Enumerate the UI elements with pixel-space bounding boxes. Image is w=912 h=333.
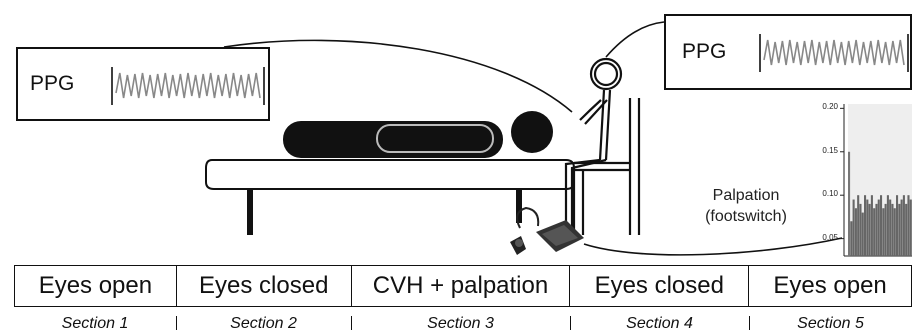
palpation-histogram [840, 104, 912, 256]
histogram-bar [896, 195, 898, 256]
histogram-bar [853, 200, 855, 256]
section-4-label: Section 4 [570, 314, 749, 333]
histogram-bar [875, 204, 877, 256]
histogram-bar [907, 195, 909, 256]
section-labels: Section 1 Section 2 Section 3 Section 4 … [14, 314, 912, 333]
histogram-bar [894, 208, 896, 256]
histogram-bar [891, 204, 893, 256]
ppg-right-waveform [758, 32, 912, 74]
palpation-label-line1: Palpation [686, 185, 806, 206]
lying-subject [283, 111, 553, 158]
histogram-bar [903, 195, 905, 256]
section-divider [570, 316, 571, 330]
histogram-y-tick-label: 0.15 [812, 146, 838, 155]
histogram-bar [910, 200, 912, 256]
histogram-bar [887, 195, 889, 256]
section-divider [176, 316, 177, 330]
histogram-bar [855, 208, 857, 256]
histogram-y-tick-label: 0.20 [812, 102, 838, 111]
histogram-bar [889, 200, 891, 256]
condition-eyes-closed-2: Eyes closed [570, 266, 749, 306]
histogram-bar [880, 195, 882, 256]
histogram-bar [848, 152, 850, 256]
ppg-right-label: PPG [682, 40, 726, 64]
histogram-bar [905, 204, 907, 256]
condition-eyes-closed-1: Eyes closed [177, 266, 352, 306]
ppg-right-box: PPG [664, 14, 912, 90]
ppg-right-connector [606, 22, 664, 57]
histogram-bar [901, 200, 903, 256]
ppg-left-waveform [110, 65, 266, 107]
palpation-label-line2: (footswitch) [686, 206, 806, 227]
histogram-bar [882, 208, 884, 256]
histogram-bar [850, 221, 852, 256]
histogram-bar [859, 204, 861, 256]
section-2-label: Section 2 [176, 314, 351, 333]
condition-eyes-open-2: Eyes open [749, 266, 912, 306]
condition-cvh-palpation: CVH + palpation [352, 266, 571, 306]
histogram-bar [866, 200, 868, 256]
histogram-bar [871, 195, 873, 256]
ppg-left-label: PPG [30, 72, 74, 96]
histogram-bar [864, 195, 866, 256]
condition-timeline: Eyes open Eyes closed CVH + palpation Ey… [14, 265, 912, 307]
histogram-bar [862, 213, 864, 256]
histogram-bar [878, 200, 880, 256]
section-3-label: Section 3 [351, 314, 570, 333]
ppg-left-connector [224, 40, 572, 112]
histogram-bar [873, 208, 875, 256]
chair [574, 98, 639, 235]
section-divider [351, 316, 352, 330]
section-divider [749, 316, 750, 330]
palpation-label: Palpation (footswitch) [686, 185, 806, 227]
ppg-left-box: PPG [16, 47, 270, 121]
histogram-y-tick-label: 0.10 [812, 189, 838, 198]
section-5-label: Section 5 [749, 314, 912, 333]
histogram-bar [857, 195, 859, 256]
histogram-bar [885, 204, 887, 256]
histogram-bar [898, 204, 900, 256]
histogram-y-tick-label: 0.05 [812, 233, 838, 242]
section-1-label: Section 1 [14, 314, 176, 333]
condition-eyes-open-1: Eyes open [15, 266, 177, 306]
histogram-bar [869, 204, 871, 256]
